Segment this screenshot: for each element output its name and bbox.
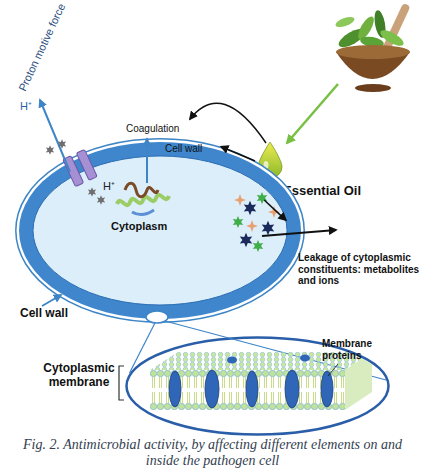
- mortar-base: [355, 84, 391, 92]
- cell-outline: [16, 139, 304, 322]
- mortar-and-herbs: [334, 3, 410, 92]
- node-label: Cytoplasmic membrane: [39, 362, 119, 390]
- callout-label: H⁺: [20, 100, 32, 113]
- mortar-rim: [336, 45, 410, 59]
- connector-arrow: [130, 323, 155, 373]
- bracket: [119, 366, 124, 400]
- callout-label: H⁺: [103, 180, 115, 193]
- callout-label: Leakage of cytoplasmic constituents: met…: [298, 252, 420, 287]
- herb-leaf: [334, 15, 356, 29]
- herb-leaf: [355, 14, 377, 42]
- node-label: Cytoplasm: [111, 220, 167, 233]
- curved-arrow: [190, 103, 266, 143]
- herb-leaf: [336, 25, 368, 50]
- cell-node: Cell wallCytoplasm: [15, 138, 305, 323]
- cyto-node: Cytoplasm: [33, 156, 287, 305]
- proton-star: [46, 145, 54, 155]
- proton-star: [58, 139, 66, 149]
- green-arrow: [287, 84, 338, 143]
- callout-label: Membrane proteins: [322, 338, 384, 361]
- figure-caption: Fig. 2. Antimicrobial activity, by affec…: [15, 437, 410, 469]
- callout-label: Proton motive force: [13, 0, 71, 100]
- pestle: [381, 3, 410, 54]
- herb-leaf: [378, 27, 406, 49]
- callout-label: Coagulation: [126, 123, 179, 135]
- herb-leaf: [373, 9, 388, 38]
- cell-wall-band: [19, 142, 301, 319]
- cytoplasm-fill: [33, 156, 287, 305]
- cell-wall-arrow: [42, 295, 61, 306]
- connector-arrow: [264, 200, 286, 220]
- herb-leaf: [359, 35, 384, 49]
- connector-arrow: [221, 147, 255, 161]
- magnified-outline: [127, 338, 389, 435]
- node-label: Cell wall: [165, 143, 202, 155]
- callout-label: Cell wall: [20, 307, 68, 321]
- mortar-bowl: [336, 52, 410, 79]
